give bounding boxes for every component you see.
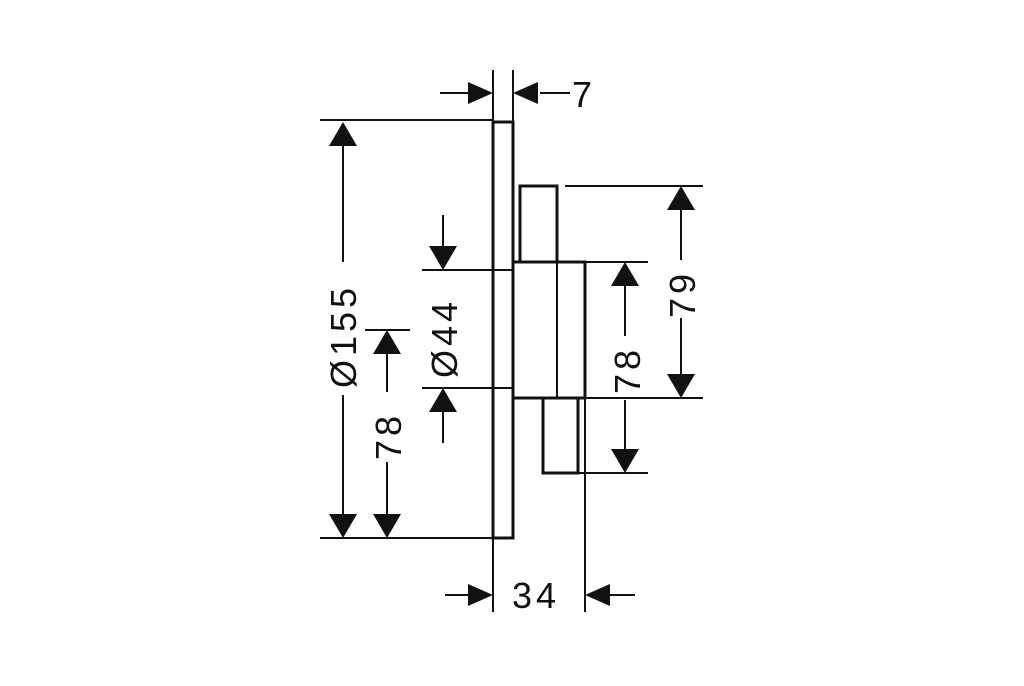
dim-plate-diameter [320, 119, 493, 539]
dim-depth [445, 398, 635, 612]
dim-right-height-79-label: 79 [662, 270, 703, 318]
dim-depth-label: 34 [512, 575, 560, 616]
dim-thickness [440, 70, 570, 122]
upper-stem [518, 184, 559, 264]
cover-plate [491, 120, 515, 540]
dim-right-height-79 [565, 185, 703, 399]
dim-plate-diameter-label: Ø155 [323, 284, 364, 388]
dim-left-height-label: 78 [368, 412, 409, 460]
dim-body-diameter-label: Ø44 [424, 298, 465, 378]
dim-thickness-label: 7 [572, 74, 596, 115]
dim-left-height [365, 329, 410, 538]
main-body [511, 260, 587, 400]
dim-body-diameter [422, 215, 513, 443]
lower-stem [541, 396, 580, 475]
dim-right-height-78 [578, 261, 648, 474]
dim-right-height-78-label: 78 [607, 346, 648, 394]
